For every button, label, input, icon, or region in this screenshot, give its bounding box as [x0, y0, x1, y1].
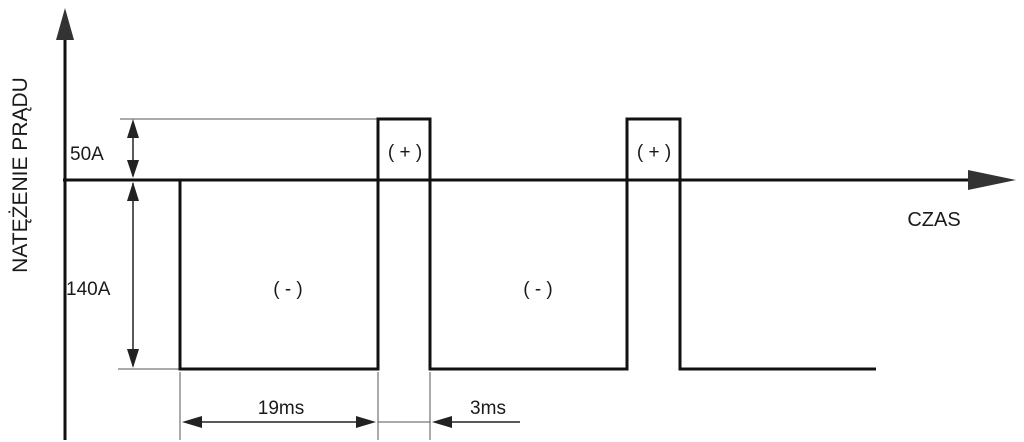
dimension-50a — [127, 119, 139, 178]
dimension-50a-arrow-down-icon — [127, 160, 139, 178]
dimension-140a — [127, 182, 139, 368]
negative-region-label-1: ( - ) — [273, 279, 303, 300]
level-label-140a: 140A — [66, 279, 111, 300]
negative-region-label-2: ( - ) — [523, 279, 553, 300]
dimension-3ms-arrow-left-icon — [432, 416, 452, 428]
x-axis-label: CZAS — [907, 209, 960, 231]
dimension-19ms-arrow-right-icon — [356, 416, 376, 428]
dimension-50a-arrow-up-icon — [127, 119, 139, 138]
y-axis — [56, 8, 74, 440]
duration-label-3ms: 3ms — [470, 398, 506, 419]
pulse-waveform — [178, 117, 876, 371]
positive-region-label-1: ( + ) — [388, 142, 422, 163]
dimension-3ms — [378, 416, 520, 428]
dimension-19ms — [182, 416, 376, 428]
dimension-19ms-arrow-left-icon — [182, 416, 202, 428]
y-axis-label: NATĘŻENIE PRĄDU — [9, 77, 32, 273]
y-axis-arrow-icon — [56, 8, 74, 40]
x-axis-arrow-icon — [968, 170, 1016, 190]
dimension-140a-arrow-up-icon — [127, 182, 139, 201]
x-axis — [63, 170, 1016, 190]
duration-label-19ms: 19ms — [258, 398, 304, 419]
dimension-140a-arrow-down-icon — [127, 349, 139, 368]
level-label-50a: 50A — [70, 144, 104, 165]
positive-region-label-2: ( + ) — [637, 142, 671, 163]
